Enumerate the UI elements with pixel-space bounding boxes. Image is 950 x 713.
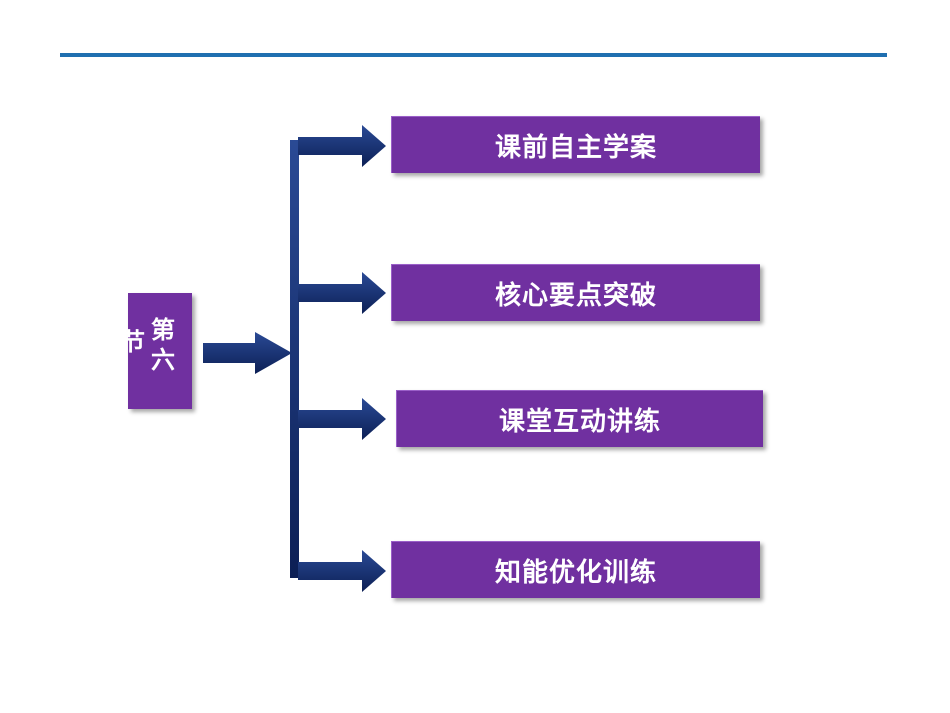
branch-arrow-4 xyxy=(298,550,386,592)
box-interactive-label: 课堂互动讲练 xyxy=(498,406,661,437)
branch-arrow-1 xyxy=(298,125,386,167)
spine xyxy=(290,140,299,578)
box-training[interactable]: 知能优化训练 xyxy=(391,541,760,598)
box-key-points[interactable]: 核心要点突破 xyxy=(391,264,760,321)
top-rule xyxy=(60,53,887,57)
section-box: 第六 节 xyxy=(121,293,192,409)
branch-arrow-3 xyxy=(298,398,386,440)
box-preview[interactable]: 课前自主学案 xyxy=(391,116,760,173)
box-preview-label: 课前自主学案 xyxy=(494,132,657,163)
box-key-points-label: 核心要点突破 xyxy=(494,280,657,311)
section-label-main: 第六 xyxy=(151,316,175,374)
section-label-clipped: 节 xyxy=(121,328,145,356)
branch-arrow-2 xyxy=(298,272,386,314)
box-training-label: 知能优化训练 xyxy=(494,557,657,588)
main-arrow xyxy=(203,332,292,374)
box-interactive[interactable]: 课堂互动讲练 xyxy=(396,390,763,447)
